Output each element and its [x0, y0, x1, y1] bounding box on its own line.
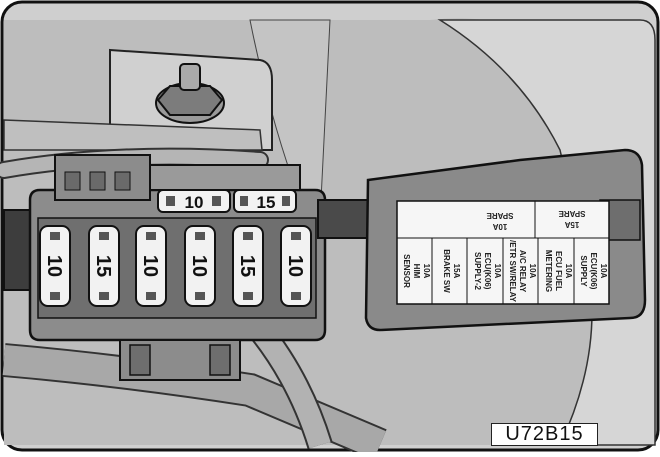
cover-label-main-5-line3: METERING	[544, 250, 553, 292]
cover-label-main-1: 10A HIM SENSOR	[402, 254, 431, 288]
fuse-main-5-body	[232, 225, 264, 307]
cover-label-main-3-line3: SUPPLY-2	[473, 252, 482, 290]
fuse-main-2-body	[88, 225, 120, 307]
fuse-main-6-body	[280, 225, 312, 307]
fuse-top-1-terminal-right	[212, 196, 221, 206]
fuse-main-3[interactable]: 10	[135, 225, 167, 307]
body-panel-right	[437, 19, 656, 446]
fuse-top-2-terminal-right	[282, 196, 290, 206]
cover-label-main-3: 10A ECU(K06) SUPPLY-2	[473, 252, 502, 290]
fuse-top-2-terminal-left	[240, 196, 248, 206]
fuse-top-1-body	[157, 189, 231, 213]
bolt-hex	[156, 85, 224, 116]
top-fuse-holder	[149, 164, 301, 191]
cover-label-main-3-line2: ECU(K06)	[483, 253, 492, 290]
fuse-main-3-body	[135, 225, 167, 307]
cover-label-main-5-line2: ECU FUEL	[554, 251, 563, 291]
fuse-main-6-rating: 10	[284, 255, 306, 277]
connector-tab-1	[129, 344, 151, 376]
fuse-main-3-rating: 10	[139, 255, 161, 277]
cover-label-main-4-line3: /ETR SW/RELAY	[508, 240, 517, 303]
fuse-main-5-rating: 15	[236, 255, 258, 277]
fuse-main-4[interactable]: 10	[184, 225, 216, 307]
cover-label-main-6-line1: 10A	[599, 264, 608, 279]
relay-pins	[64, 171, 131, 191]
bolt-stud	[179, 63, 201, 91]
cover-label-top-1-line2: SPARE	[486, 211, 514, 220]
fuse-top-2-body	[233, 189, 297, 213]
fuse-main-6-terminal-top	[291, 232, 301, 240]
cover-label-main-1-line1: 10A	[422, 264, 431, 279]
fuse-main-6-terminal-bottom	[291, 292, 301, 300]
cover-label-main-4-line2: A/C RELAY	[518, 250, 527, 293]
figure-code-label: U72B15	[491, 423, 598, 446]
fuse-top-1-rating: 10	[185, 193, 204, 212]
fuse-top-2[interactable]: 15	[233, 189, 297, 213]
fuse-main-1-body	[39, 225, 71, 307]
fuse-main-3-terminal-bottom	[146, 292, 156, 300]
fuse-main-4-terminal-top	[195, 232, 205, 240]
fuse-well	[37, 217, 317, 319]
fuse-main-2-terminal-top	[99, 232, 109, 240]
cover-label-top-2-line2: SPARE	[558, 209, 586, 218]
connector-tab-2	[209, 344, 231, 376]
fuse-main-2[interactable]: 15	[88, 225, 120, 307]
cover-label-top-2: 15A SPARE	[558, 209, 586, 229]
cover-label-main-1-line3: SENSOR	[402, 254, 411, 288]
cover-hinge	[317, 199, 373, 239]
fuse-main-4-terminal-bottom	[195, 292, 205, 300]
cover-label-top-1: 10A SPARE	[486, 211, 514, 231]
bracket-rail	[3, 119, 263, 151]
fuse-main-3-terminal-top	[146, 232, 156, 240]
fuse-main-2-rating: 15	[92, 255, 114, 277]
fuse-main-5-terminal-top	[243, 232, 253, 240]
cover-label-main-1-line2: HIM	[412, 264, 421, 279]
fuse-main-2-terminal-bottom	[99, 292, 109, 300]
fuse-top-1[interactable]: 10	[157, 189, 231, 213]
cover-label-main-3-line1: 10A	[493, 264, 502, 279]
cover-label-main-6-line2: ECU(K06)	[589, 253, 598, 290]
fuse-main-5[interactable]: 15	[232, 225, 264, 307]
cover-label-top-1-line1: 10A	[492, 222, 507, 231]
fuse-main-1-rating: 10	[43, 255, 65, 277]
fuse-main-1-terminal-bottom	[50, 292, 60, 300]
cover-label-main-5-line1: 10A	[564, 264, 573, 279]
cover-label-main-2-line1: 15A	[452, 264, 461, 279]
fuse-main-5-terminal-bottom	[243, 292, 253, 300]
cover-label-main-2: 15A BRAKE SW	[442, 249, 461, 293]
cover-label-main-4: 10A A/C RELAY /ETR SW/RELAY	[508, 240, 537, 303]
fuse-main-1-terminal-top	[50, 232, 60, 240]
fuse-main-4-rating: 10	[188, 255, 210, 277]
fuse-main-4-body	[184, 225, 216, 307]
cover-label-main-6: 10A ECU(K06) SUPPLY	[579, 253, 608, 290]
fuse-main-1[interactable]: 10	[39, 225, 71, 307]
cover-label-main-6-line3: SUPPLY	[579, 255, 588, 287]
fuse-top-2-rating: 15	[257, 193, 276, 212]
fuse-main-6[interactable]: 10	[280, 225, 312, 307]
cover-label-main-4-line1: 10A	[528, 264, 537, 279]
cover-label-main-2-line2: BRAKE SW	[442, 249, 451, 293]
cover-label-top-2-line1: 15A	[564, 220, 579, 229]
fuse-top-1-terminal-left	[166, 196, 175, 206]
harness-wire-mid-fill	[251, 323, 331, 449]
cover-label-main-5: 10A ECU FUEL METERING	[544, 250, 573, 292]
